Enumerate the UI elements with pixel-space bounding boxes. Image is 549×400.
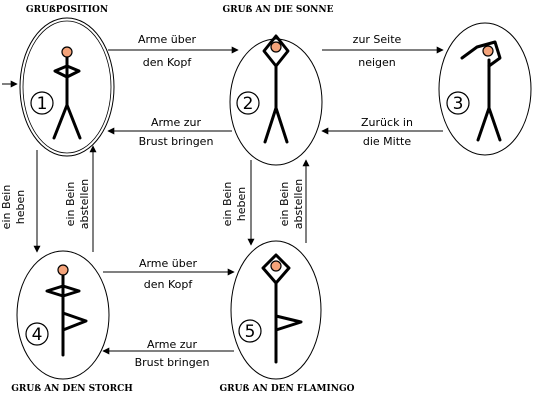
figure-arms-overhead-icon <box>262 34 290 144</box>
edge-2-5-label-line2: heben <box>235 187 248 221</box>
node-3-ellipse <box>438 22 532 156</box>
edge-1-2-label-line2: den Kopf <box>143 56 193 69</box>
node-3-number-circle <box>446 91 470 115</box>
edge-5-to-4: Arme zur Brust bringen <box>102 338 234 369</box>
edge-4-5-label-line2: den Kopf <box>144 278 194 291</box>
edge-1-to-4: ein Bein heben <box>0 150 41 253</box>
node-3-number: 3 <box>453 94 464 114</box>
edge-2-3-label-line1: zur Seite <box>353 33 402 46</box>
edge-1-to-2: Arme über den Kopf <box>108 33 239 69</box>
edge-2-5-label-line1: ein Bein <box>221 182 234 227</box>
edge-2-to-5: ein Bein heben <box>221 160 255 246</box>
edge-4-1-label-line2: abstellen <box>78 179 91 229</box>
node-1-number-circle <box>30 91 54 115</box>
edge-2-to-1: Arme zur Brust bringen <box>107 116 232 148</box>
node-4: 4 <box>16 250 110 380</box>
node-4-number: 4 <box>32 325 43 345</box>
node-3: 3 <box>438 22 532 156</box>
title-grusposition: GRUßPOSITION <box>26 5 108 15</box>
node-2: 2 <box>229 34 323 166</box>
figure-standing-icon <box>52 46 82 140</box>
node-1-highlight-ring <box>22 20 112 154</box>
edge-5-to-2: ein Bein abstellen <box>278 159 310 243</box>
title-gruss-sonne: GRUß AN DIE SONNE <box>223 5 334 15</box>
edge-1-2-label-line1: Arme über <box>138 33 197 46</box>
node-2-number-circle <box>236 91 260 115</box>
edge-2-1-label-line1: Arme zur <box>151 116 202 129</box>
edge-4-5-label-line1: Arme über <box>139 257 198 270</box>
node-1: 1 <box>19 17 115 157</box>
edge-5-2-label-line2: abstellen <box>292 179 305 229</box>
figure-flamingo-icon <box>261 253 303 364</box>
edge-5-4-label-line2: Brust bringen <box>135 356 210 369</box>
edge-2-to-3: zur Seite neigen <box>322 33 444 69</box>
node-2-number: 2 <box>243 94 254 114</box>
edge-5-4-label-line1: Arme zur <box>147 338 198 351</box>
edge-4-to-1: ein Bein abstellen <box>64 145 97 252</box>
node-5-number-circle <box>238 319 262 343</box>
edge-2-1-label-line2: Brust bringen <box>139 135 214 148</box>
edge-3-2-label-line2: die Mitte <box>363 135 411 148</box>
node-1-number: 1 <box>37 94 48 114</box>
edge-5-2-label-line1: ein Bein <box>278 182 291 227</box>
title-gruss-flamingo: GRUß AN DEN FLAMINGO <box>220 384 355 394</box>
node-5: 5 <box>230 240 322 380</box>
figure-side-bend-icon <box>460 40 502 142</box>
edge-4-1-label-line1: ein Bein <box>64 182 77 227</box>
title-gruss-storch: GRUß AN DEN STORCH <box>11 384 133 394</box>
edge-4-to-5: Arme über den Kopf <box>103 257 235 291</box>
figure-stork-icon <box>45 264 88 357</box>
edge-1-4-label-line2: heben <box>14 190 27 224</box>
edge-1-4-label-line1: ein Bein <box>0 185 13 230</box>
edge-3-2-label-line1: Zurück in <box>361 116 413 129</box>
edge-3-to-2: Zurück in die Mitte <box>321 116 443 148</box>
node-4-number-circle <box>25 322 49 346</box>
edge-2-3-label-line2: neigen <box>358 56 396 69</box>
node-5-number: 5 <box>245 322 256 342</box>
